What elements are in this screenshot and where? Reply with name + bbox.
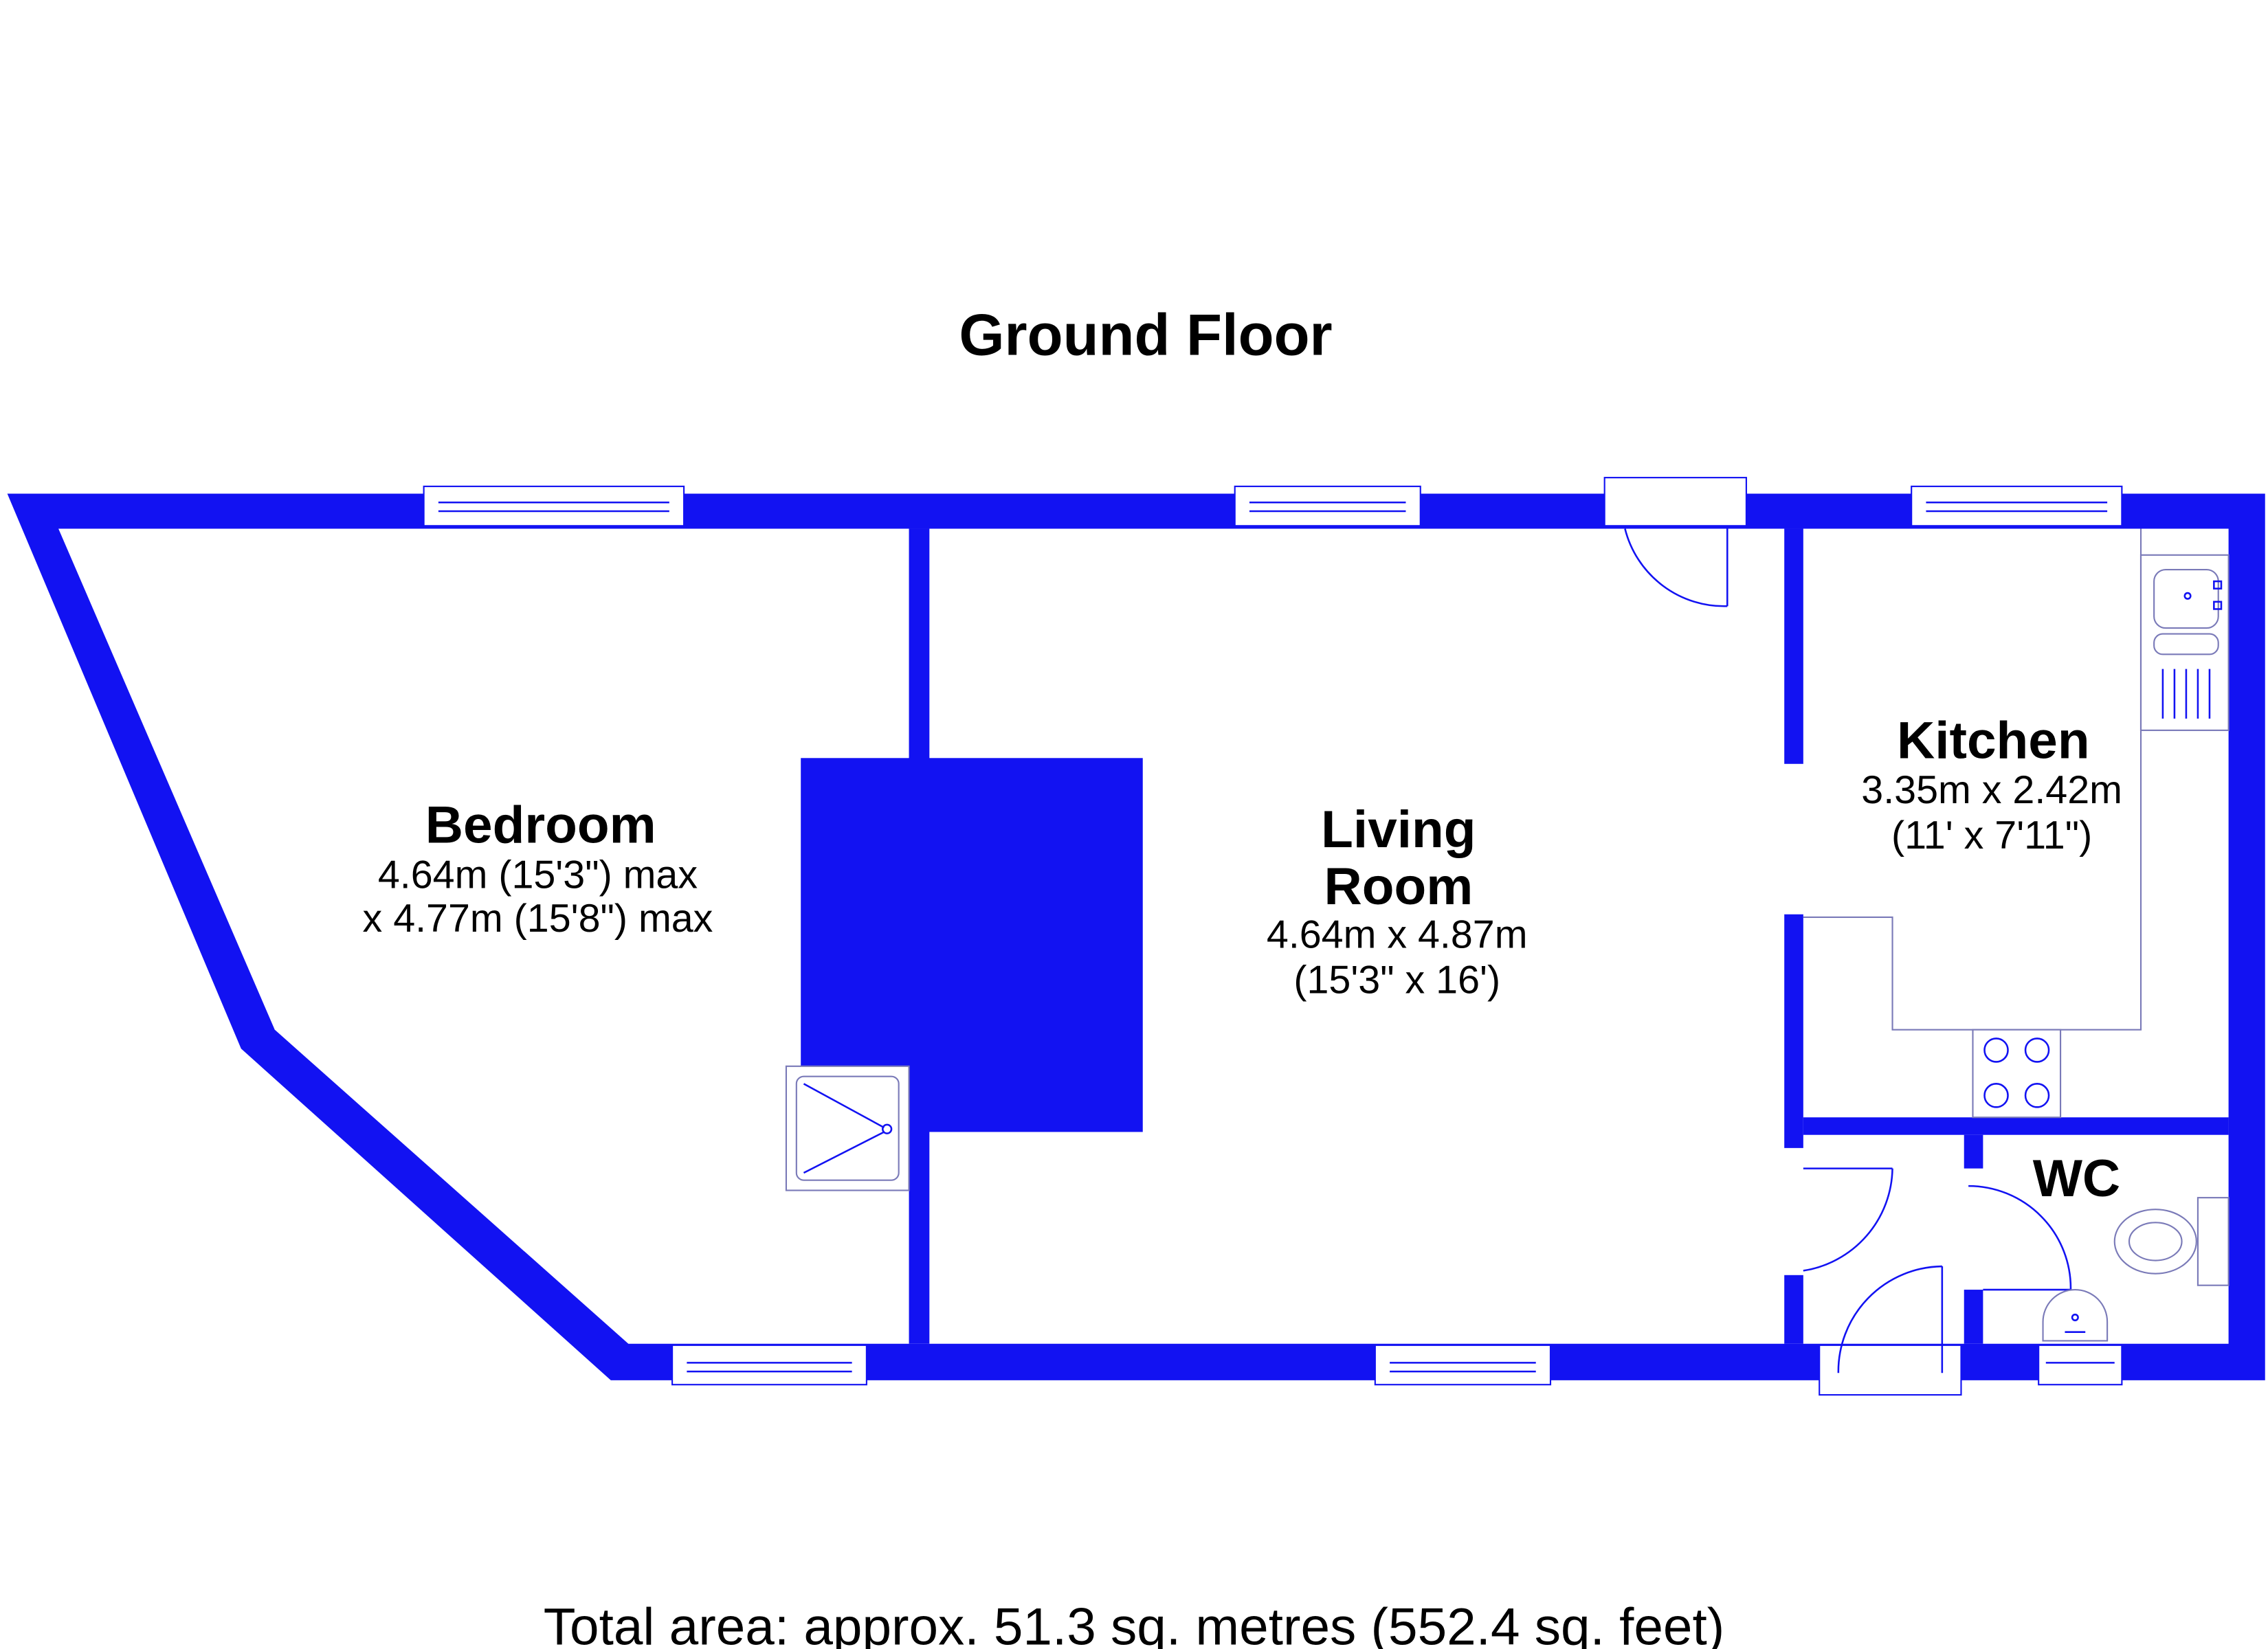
room-dimensions: (15'3" x 16'): [1293, 958, 1500, 1002]
fittings: [785, 528, 2230, 1342]
door-wc: [1968, 1185, 2072, 1291]
window-living-bottom: [1374, 1344, 1552, 1386]
hall-wall-lower: [1784, 1275, 1803, 1344]
room-dimensions: 4.64m (15'3") max: [378, 853, 698, 897]
door-front: [1819, 1265, 1962, 1396]
room-name: Living: [1321, 800, 1476, 859]
room-dimensions: (11' x 7'11"): [1891, 814, 2092, 857]
walls: [7, 493, 2265, 1380]
room-name: WC: [2033, 1149, 2120, 1208]
room-name: Room: [1324, 857, 1473, 916]
room-name: Kitchen: [1897, 711, 2090, 770]
room-dimensions: 4.64m x 4.87m: [1267, 913, 1528, 957]
window-living-top: [1234, 485, 1421, 527]
windows: [423, 485, 2123, 1386]
door-top: [1603, 477, 1747, 607]
interior-floor: [58, 528, 2229, 1344]
kitchen-wc-wall: [1803, 1117, 2229, 1135]
door-kitchen-hall: [1803, 1167, 1893, 1272]
room-kitchen: Kitchen 3.35m x 2.42m (11' x 7'11"): [1861, 711, 2122, 857]
room-bedroom: Bedroom 4.64m (15'3") max x 4.77m (15'8"…: [363, 796, 713, 941]
room-living: Living Room 4.64m x 4.87m (15'3" x 16'): [1267, 800, 1528, 1002]
window-bedroom-top: [423, 485, 685, 527]
room-wc: WC: [2033, 1149, 2120, 1208]
wc-wall-upper: [1964, 1134, 1983, 1169]
shower-tray: [785, 1065, 910, 1191]
window-wc-bottom: [2038, 1344, 2123, 1386]
window-bedroom-bottom: [671, 1344, 867, 1386]
kitchen-wall-upper: [1784, 528, 1803, 764]
total-area: Total area: approx. 51.3 sq. metres (552…: [544, 1598, 1724, 1649]
room-name: Bedroom: [425, 796, 656, 855]
room-dimensions: x 4.77m (15'8") max: [363, 897, 713, 941]
window-kitchen-top: [1911, 485, 2123, 527]
kitchen-wall-lower: [1784, 914, 1803, 1148]
floor-title: Ground Floor: [959, 303, 1332, 368]
hob: [1972, 1029, 2062, 1119]
kitchen-sink: [2153, 568, 2223, 719]
toilet: [2113, 1197, 2230, 1286]
wc-wall-lower: [1964, 1290, 1983, 1344]
wc-basin: [2042, 1288, 2109, 1342]
doors: [1603, 477, 2072, 1396]
room-dimensions: 3.35m x 2.42m: [1861, 768, 2122, 812]
